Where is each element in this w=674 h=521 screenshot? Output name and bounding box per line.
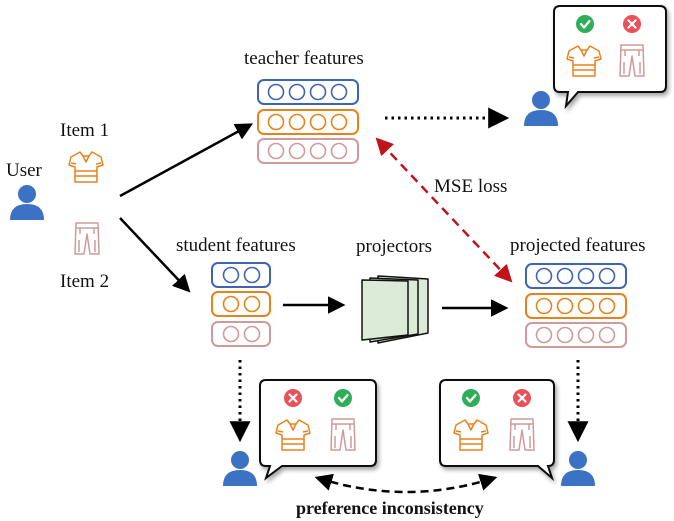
shirt-icon [68,151,104,183]
projected-features-stack [525,263,627,348]
arrow-to-student [119,217,191,293]
projectors-label: projectors [356,236,432,257]
pants-icon [74,222,100,255]
cross-icon [621,13,643,35]
preference-inconsistency-label: preference inconsistency [296,498,484,518]
cross-icon [282,387,304,409]
projected-preference-bubble [439,379,555,482]
teacher-features-stack [257,79,359,164]
teacher-preference-bubble [553,5,667,110]
teacher-features-label: teacher features [244,48,364,69]
student-features-stack [211,262,271,347]
preference-inconsistency-arrow [314,473,498,494]
check-icon [460,387,482,409]
user-icon [10,185,44,220]
student-preference-bubble [259,379,377,481]
mse-loss-label: MSE loss [434,176,507,197]
check-icon [332,387,354,409]
projector-icon [361,275,429,344]
user-icon-projected [561,451,595,486]
cross-icon [511,387,533,409]
user-icon-teacher [524,91,558,126]
user-label: User [6,160,43,181]
user-icon-student [223,451,257,486]
student-features-label: student features [176,235,296,256]
check-icon [574,13,596,35]
item2-label: Item 2 [60,271,109,292]
item1-label: Item 1 [60,120,109,141]
projected-features-label: projected features [510,235,646,256]
arrow-to-teacher [119,123,254,198]
mse-loss-arrow [375,137,513,283]
